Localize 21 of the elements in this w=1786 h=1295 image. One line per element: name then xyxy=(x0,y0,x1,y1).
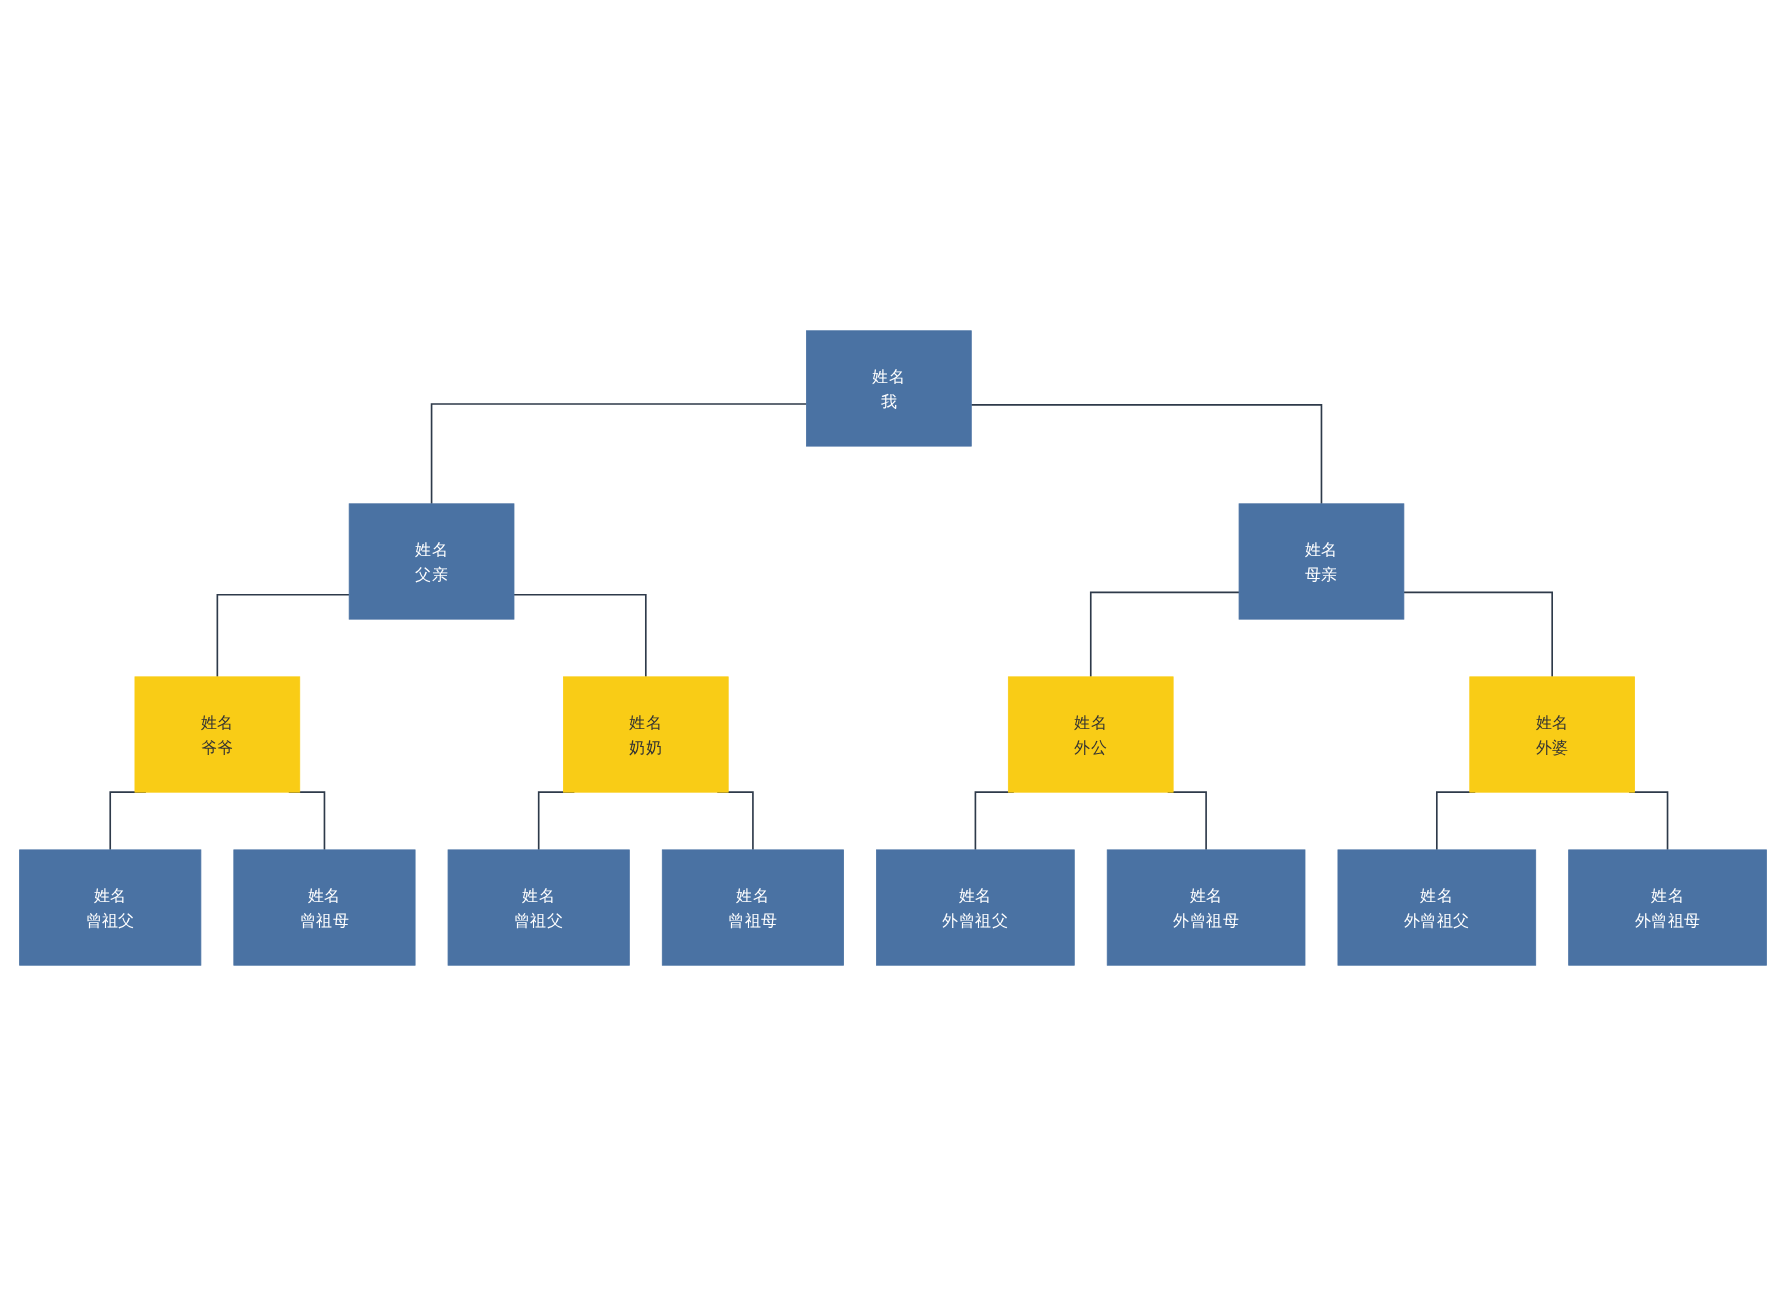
node-box: 姓名 我 xyxy=(806,329,972,447)
connector xyxy=(1403,591,1553,678)
node-box: 姓名 外曾祖母 xyxy=(1568,848,1767,966)
connector xyxy=(513,593,647,678)
node-box: 姓名 曾祖母 xyxy=(661,848,844,966)
node-box: 姓名 母亲 xyxy=(1238,502,1405,620)
connector xyxy=(430,402,808,505)
node-box: 姓名 曾祖父 xyxy=(19,848,202,966)
node-box: 姓名 曾祖母 xyxy=(233,848,416,966)
node-box: 姓名 外曾祖父 xyxy=(876,848,1075,966)
node-box: 姓名 外婆 xyxy=(1469,675,1635,793)
node-box: 姓名 外曾祖母 xyxy=(1106,848,1306,966)
connector xyxy=(216,593,350,678)
node-box: 姓名 外曾祖父 xyxy=(1337,848,1537,966)
connector xyxy=(970,403,1323,505)
connector xyxy=(1089,591,1240,678)
node-box: 姓名 外公 xyxy=(1007,675,1174,793)
node-box: 姓名 奶奶 xyxy=(563,675,729,793)
node-box: 姓名 曾祖父 xyxy=(447,848,630,966)
node-box: 姓名 父亲 xyxy=(348,502,515,620)
node-box: 姓名 爷爷 xyxy=(134,675,301,793)
